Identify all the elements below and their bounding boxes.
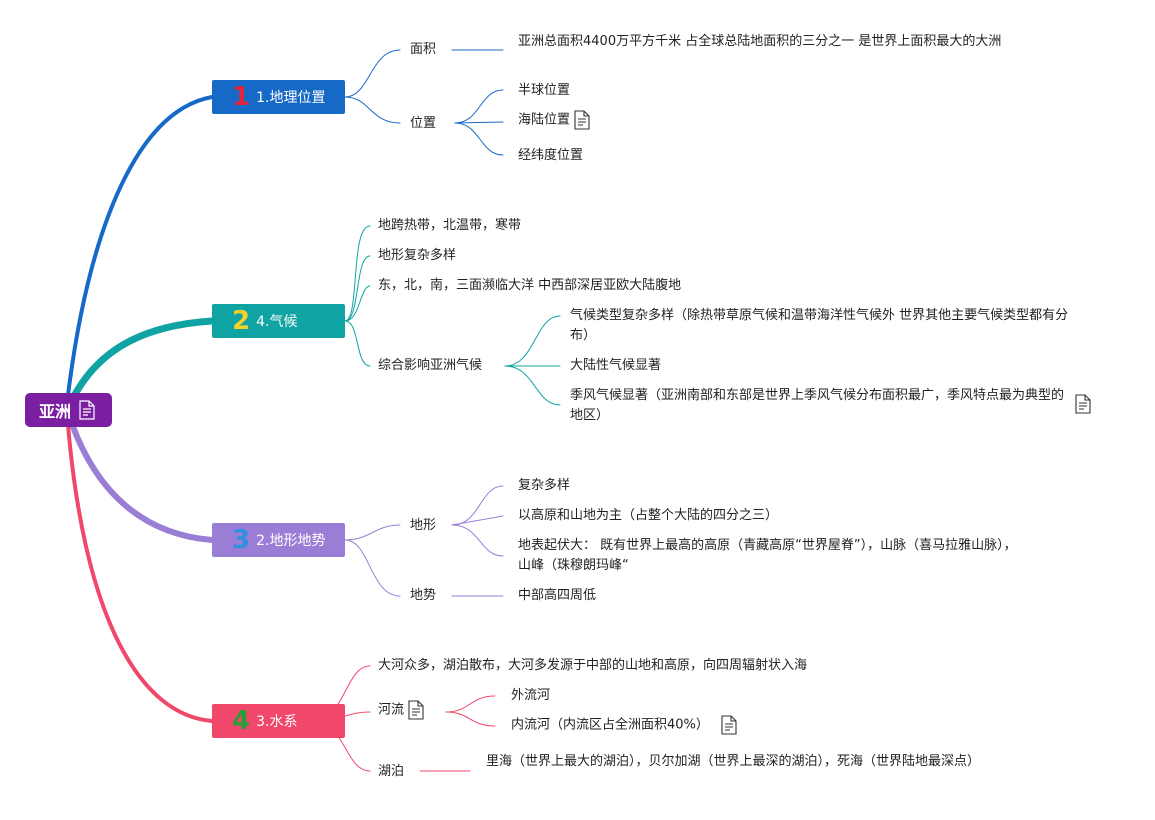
number-badge-4: 4	[232, 706, 251, 736]
number-badge-1: 1	[232, 82, 251, 112]
subtopic-monsoon-climate[interactable]: 季风气候显著（亚洲南部和东部是世界上季风气候分布面积最广，季风特点最为典型的地区…	[570, 388, 1065, 423]
subtopic-rivers[interactable]: 河流	[378, 700, 424, 721]
subtopic-diverse[interactable]: 复杂多样	[518, 478, 571, 493]
main-topic-geography-location[interactable]: 1 1.地理位置	[212, 80, 345, 114]
subtopic-elevation[interactable]: 地势	[410, 588, 437, 603]
subtopic-position[interactable]: 位置	[410, 116, 437, 131]
note-document-icon[interactable]	[721, 715, 737, 735]
branch-line-3	[69, 421, 215, 543]
note-document-icon[interactable]	[574, 110, 590, 130]
subtopic-climate-types[interactable]: 气候类型复杂多样（除热带草原气候和温带海洋性气候外 世界其他主要气候类型都有分布…	[570, 308, 1069, 343]
subtopic-area-detail[interactable]: 亚洲总面积4400万平方千米 占全球总陆地面积的三分之一 是世界上面积最大的大洲	[518, 34, 1002, 49]
central-topic[interactable]: 亚洲	[25, 393, 112, 427]
branch-line-1	[66, 95, 214, 397]
number-badge-3: 3	[232, 525, 251, 555]
number-badge-2: 2	[232, 306, 251, 336]
subtopic-plateaus-mountains[interactable]: 以高原和山地为主（占整个大陆的四分之三）	[518, 508, 779, 523]
subtopic-climate-influence[interactable]: 综合影响亚洲气候	[378, 358, 483, 373]
subtopic-label: 内流河（内流区占全洲面积40%）	[511, 717, 709, 733]
branch-line-4	[66, 423, 214, 723]
note-document-icon[interactable]	[1075, 394, 1091, 414]
subtopic-complex-terrain[interactable]: 地形复杂多样	[378, 248, 457, 263]
main-topic-label: 4.气候	[256, 314, 298, 330]
branch-line-2	[68, 317, 216, 404]
main-topic-label: 1.地理位置	[256, 90, 326, 106]
subtopic-lakes-detail[interactable]: 里海（世界上最大的湖泊），贝尔加湖（世界上最深的湖泊），死海（世界陆地最深点）	[486, 754, 981, 769]
subtopic-climate-zones[interactable]: 地跨热带，北温带，寒带	[378, 218, 522, 233]
subtopic-land-sea-position[interactable]: 海陆位置	[518, 110, 590, 131]
subtopic-label: 河流	[378, 702, 405, 718]
main-topic-label: 3.水系	[256, 714, 298, 730]
subtopic-label: 海陆位置	[518, 112, 571, 128]
subtopic-lakes[interactable]: 湖泊	[378, 764, 405, 779]
main-topic-climate[interactable]: 2 4.气候	[212, 304, 345, 338]
main-topic-label: 2.地形地势	[256, 533, 326, 549]
main-topic-water-system[interactable]: 4 3.水系	[212, 704, 345, 738]
subtopic-relief[interactable]: 地表起伏大： 既有世界上最高的高原（青藏高原“世界屋脊”），山脉（喜马拉雅山脉）…	[518, 538, 1017, 573]
subtopic-continental-climate[interactable]: 大陆性气候显著	[570, 358, 662, 373]
subtopic-landforms[interactable]: 地形	[410, 518, 437, 533]
subtopic-hemisphere-position[interactable]: 半球位置	[518, 83, 571, 98]
note-document-icon[interactable]	[79, 400, 95, 420]
subtopic-high-center[interactable]: 中部高四周低	[518, 588, 597, 603]
subtopic-rivers-overview[interactable]: 大河众多，湖泊散布，大河多发源于中部的山地和高原，向四周辐射状入海	[378, 658, 808, 673]
main-topic-terrain[interactable]: 3 2.地形地势	[212, 523, 345, 557]
subtopic-interior-rivers[interactable]: 内流河（内流区占全洲面积40%）	[511, 715, 737, 736]
subtopic-exterior-rivers[interactable]: 外流河	[511, 688, 551, 703]
subtopic-lat-long-position[interactable]: 经纬度位置	[518, 148, 584, 163]
subtopic-area[interactable]: 面积	[410, 42, 437, 57]
central-topic-label: 亚洲	[39, 402, 72, 421]
note-document-icon[interactable]	[408, 700, 424, 720]
subtopic-ocean-surroundings[interactable]: 东，北，南，三面濒临大洋 中西部深居亚欧大陆腹地	[378, 278, 682, 293]
